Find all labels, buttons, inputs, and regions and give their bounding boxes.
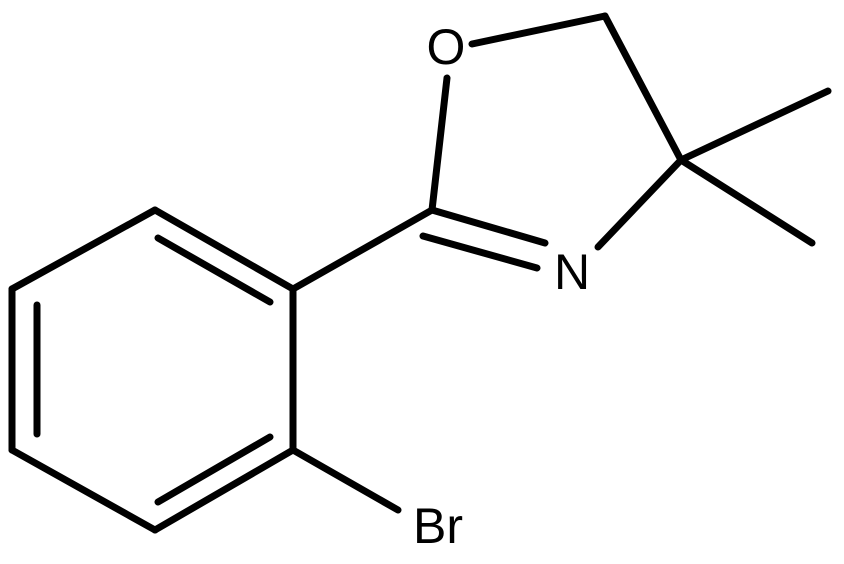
bond-o-c5	[468, 12, 609, 48]
bond-c2-n-double	[419, 232, 541, 272]
bond-c2-n	[428, 206, 549, 247]
bromine-atom-label: Br	[413, 498, 463, 554]
methyl-bond-lower	[677, 156, 816, 247]
bond-c2-o	[428, 74, 451, 214]
bond-ring-to-oxazoline	[289, 206, 436, 293]
ring-bond-top-left	[8, 206, 159, 293]
methyl-bond-upper	[677, 87, 832, 164]
ring-inner-double-bottom-right	[154, 433, 274, 506]
ring-bond-top-right	[151, 206, 297, 293]
bond-ring-to-bromine	[289, 446, 402, 514]
bond-c5-c4	[601, 12, 685, 164]
ring-bond-bottom-left	[8, 446, 159, 534]
oxygen-atom-label: O	[427, 19, 466, 75]
oxazoline-ring	[419, 12, 685, 272]
bond-c4-n	[594, 156, 685, 251]
ring-inner-double-top-right	[154, 234, 274, 306]
benzene-ring	[8, 206, 297, 534]
ring-bond-bottom-right	[151, 446, 297, 534]
nitrogen-atom-label: N	[554, 244, 590, 300]
